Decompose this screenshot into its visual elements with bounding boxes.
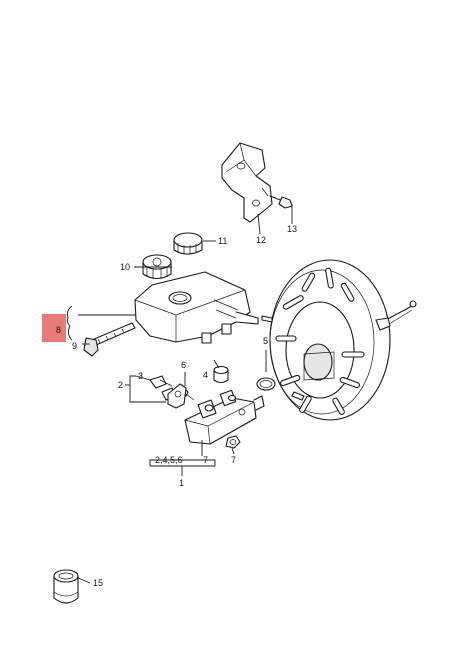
callout-7b[interactable]: 7 [231, 455, 236, 465]
callout-8-highlight [42, 314, 66, 342]
callout-6[interactable]: 6 [181, 360, 186, 370]
part-5-o-ring[interactable] [256, 377, 276, 391]
callout-12[interactable]: 12 [256, 235, 266, 245]
part-12-bracket[interactable] [221, 142, 273, 223]
callout-2[interactable]: 2 [118, 380, 123, 390]
part-11-reservoir-cap[interactable] [173, 232, 203, 255]
callout-13[interactable]: 13 [287, 224, 297, 234]
part-4-grommet[interactable] [213, 365, 229, 384]
callout-9[interactable]: 9 [72, 341, 77, 351]
callout-4[interactable]: 4 [203, 370, 208, 380]
part-8-brake-fluid-reservoir[interactable] [134, 271, 259, 344]
brake-booster[interactable] [261, 259, 417, 421]
part-15-canister[interactable] [53, 569, 79, 604]
callout-8[interactable]: 8 [56, 325, 61, 335]
callout-15[interactable]: 15 [93, 578, 103, 588]
leader-lines [66, 204, 293, 584]
callout-group[interactable]: 2,4,5,6 [155, 455, 183, 465]
callout-3[interactable]: 3 [138, 371, 143, 381]
callout-11[interactable]: 11 [218, 236, 227, 246]
callout-7a[interactable]: 7 [203, 455, 208, 465]
part-13-bolt[interactable] [269, 195, 293, 209]
callout-5[interactable]: 5 [263, 336, 268, 346]
part-7-nut[interactable] [225, 435, 241, 449]
callout-10[interactable]: 10 [120, 262, 130, 272]
part-1-master-cylinder[interactable] [184, 389, 265, 445]
callout-1[interactable]: 1 [179, 478, 184, 488]
part-2-switch[interactable] [167, 383, 187, 409]
callouts: 8 9 11 10 12 13 5 4 6 3 2 7 7 2,4,5,6 1 … [42, 224, 297, 588]
part-9-hose[interactable] [83, 322, 136, 357]
part-10-reservoir-cap[interactable] [142, 254, 172, 280]
